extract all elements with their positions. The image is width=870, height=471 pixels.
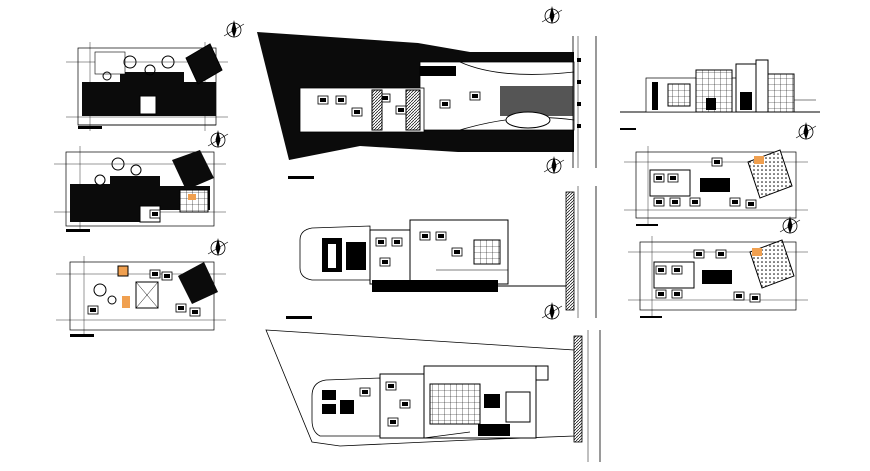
right-elevation	[620, 59, 820, 130]
left-plan-3	[56, 256, 226, 337]
north-arrow-icon	[223, 19, 245, 39]
left-plan-2	[54, 146, 226, 232]
site-plan-bottom	[265, 329, 601, 462]
north-arrow-icon	[779, 215, 801, 235]
right-plan-2	[628, 236, 808, 318]
north-arrow-icon	[795, 121, 817, 141]
north-arrow-icon	[541, 301, 563, 321]
north-arrow-icon	[207, 129, 229, 149]
north-arrow-icon	[541, 5, 563, 25]
north-arrow-icon	[543, 155, 565, 175]
left-plan-1	[66, 42, 228, 131]
north-arrow-icon	[207, 237, 229, 257]
right-plan-1	[624, 146, 808, 226]
site-plan-middle	[286, 186, 597, 319]
site-plan-top	[257, 32, 597, 179]
